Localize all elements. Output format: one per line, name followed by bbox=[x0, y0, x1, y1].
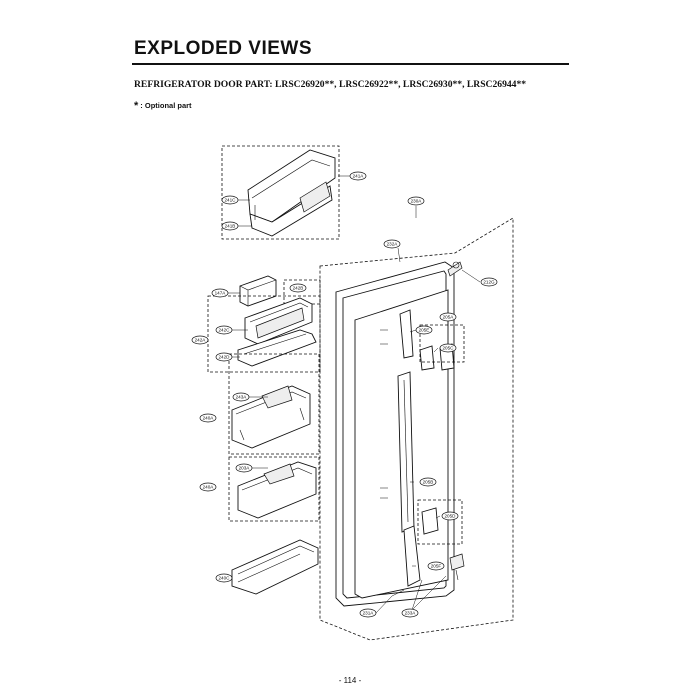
group-242-box bbox=[207, 295, 321, 373]
callout-242D: 242D bbox=[215, 352, 233, 362]
callout-230A: 230A bbox=[407, 196, 425, 206]
svg-text:241C: 241C bbox=[225, 198, 237, 203]
leader-lines bbox=[228, 175, 481, 614]
title-rule bbox=[132, 63, 569, 65]
callout-243A: 243A bbox=[232, 392, 250, 402]
callout-205E: 205E bbox=[415, 325, 433, 335]
part-241a-basket bbox=[247, 149, 336, 237]
group-205d-box bbox=[417, 499, 463, 545]
callout-205C: 205C bbox=[439, 343, 457, 353]
callout-205A: 205A bbox=[439, 312, 457, 322]
callout-242A: 242A bbox=[191, 335, 209, 345]
callout-242C: 242C bbox=[215, 325, 233, 335]
asterisk-symbol: * bbox=[134, 100, 139, 112]
part-240c-bin bbox=[231, 539, 319, 595]
callout-241A: 241A bbox=[349, 171, 367, 181]
svg-text:205A: 205A bbox=[443, 315, 455, 320]
callout-203A: 203A bbox=[235, 463, 253, 473]
part-242b-bin bbox=[244, 297, 313, 345]
svg-text:242D: 242D bbox=[219, 355, 231, 360]
group-205a-box bbox=[419, 324, 465, 363]
callout-212G: 212G bbox=[480, 277, 498, 287]
callout-242B: 242B bbox=[289, 283, 307, 293]
optional-part-note: *: Optional part bbox=[134, 99, 192, 112]
svg-text:240A: 240A bbox=[203, 416, 215, 421]
svg-text:242A: 242A bbox=[195, 338, 207, 343]
svg-text:212G: 212G bbox=[483, 280, 495, 285]
callout-240A: 240A bbox=[199, 413, 217, 423]
callout-232A: 232A bbox=[383, 239, 401, 249]
door-outline bbox=[319, 217, 514, 641]
door-screw-marks bbox=[380, 329, 388, 499]
svg-text:242C: 242C bbox=[219, 328, 231, 333]
svg-text:240A: 240A bbox=[203, 485, 215, 490]
part-203a-bin bbox=[237, 461, 317, 519]
svg-text:205E: 205E bbox=[419, 328, 430, 333]
svg-text:203A: 203A bbox=[239, 466, 251, 471]
optional-part-text: : Optional part bbox=[140, 101, 192, 110]
page-title: EXPLODED VIEWS bbox=[134, 38, 313, 59]
callout-241B: 241B bbox=[221, 221, 239, 231]
part-147a-cup bbox=[239, 275, 277, 307]
part-205e-handle-cap bbox=[399, 309, 414, 359]
group-203a-box bbox=[228, 456, 320, 522]
svg-text:230A: 230A bbox=[411, 199, 423, 204]
svg-text:205C: 205C bbox=[443, 346, 455, 351]
callout-240C: 240C bbox=[215, 573, 233, 583]
svg-text:241A: 241A bbox=[353, 174, 365, 179]
callout-241C: 241C bbox=[221, 195, 239, 205]
part-242d-tray bbox=[237, 329, 317, 367]
svg-text:147A: 147A bbox=[215, 291, 227, 296]
part-240a-bin bbox=[231, 385, 311, 449]
part-205d-bracket bbox=[421, 507, 439, 535]
group-240a-box bbox=[228, 353, 320, 455]
svg-text:241B: 241B bbox=[225, 224, 236, 229]
callout-147A: 147A bbox=[211, 288, 229, 298]
page-subtitle: REFRIGERATOR DOOR PART: LRSC26920**, LRS… bbox=[134, 79, 527, 90]
svg-text:232A: 232A bbox=[387, 242, 399, 247]
svg-text:231A: 231A bbox=[363, 611, 375, 616]
svg-text:205F: 205F bbox=[431, 564, 442, 569]
callout-240A-lower: 240A bbox=[199, 482, 217, 492]
callout-231A: 231A bbox=[359, 608, 377, 618]
svg-text:240C: 240C bbox=[219, 576, 231, 581]
svg-text:205B: 205B bbox=[423, 480, 434, 485]
part-205f-handle-end bbox=[403, 525, 465, 587]
callout-205D: 205D bbox=[441, 511, 459, 521]
svg-text:205D: 205D bbox=[445, 514, 457, 519]
page-number: - 114 - bbox=[338, 676, 362, 685]
svg-text:243A: 243A bbox=[236, 395, 248, 400]
svg-text:242B: 242B bbox=[293, 286, 304, 291]
callout-205B: 205B bbox=[419, 477, 437, 487]
callout-205F: 205F bbox=[427, 561, 445, 571]
svg-text:233A: 233A bbox=[405, 611, 417, 616]
callout-233A: 233A bbox=[401, 608, 419, 618]
